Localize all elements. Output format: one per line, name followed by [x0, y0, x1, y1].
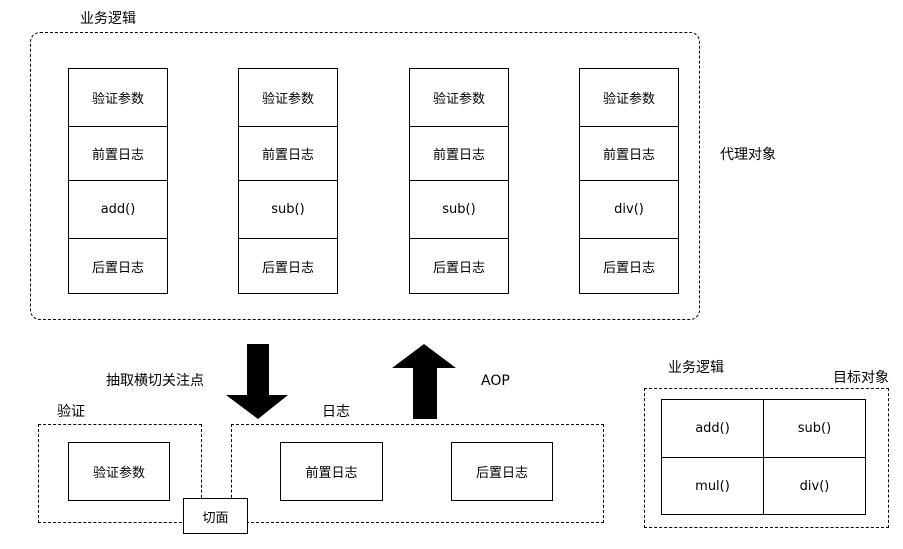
pre-log-step: 前置日志	[409, 126, 509, 181]
post-log-box: 后置日志	[451, 442, 553, 501]
post-log-step: 后置日志	[579, 238, 679, 294]
log-aspect-container	[231, 424, 604, 523]
target-business-logic-title: 业务逻辑	[668, 360, 724, 376]
method-step: add()	[68, 180, 168, 239]
aop-up-arrow	[392, 344, 456, 419]
target-object-container	[644, 388, 889, 528]
validate-params-step: 验证参数	[579, 68, 679, 127]
aspect-box: 切面	[183, 498, 248, 534]
pre-log-step: 前置日志	[579, 126, 679, 181]
target-method-mul: mul()	[661, 457, 764, 515]
proxy-column-sub: 验证参数 前置日志 sub() 后置日志	[238, 68, 338, 294]
validate-params-box: 验证参数	[68, 442, 170, 501]
pre-log-step: 前置日志	[238, 126, 338, 181]
validate-aspect-container	[38, 424, 202, 523]
method-step: sub()	[409, 180, 509, 239]
log-group-title: 日志	[322, 404, 350, 420]
business-logic-container	[30, 32, 700, 320]
target-method-sub: sub()	[763, 399, 866, 458]
pre-log-box: 前置日志	[280, 442, 383, 501]
aop-label: AOP	[481, 373, 510, 389]
validate-group-title: 验证	[57, 404, 85, 420]
target-object-label: 目标对象	[833, 370, 889, 386]
target-methods-grid: add() sub() mul() div()	[661, 399, 866, 515]
method-step: sub()	[238, 180, 338, 239]
extract-crosscutting-label: 抽取横切关注点	[106, 373, 204, 389]
validate-params-step: 验证参数	[238, 68, 338, 127]
validate-params-step: 验证参数	[409, 68, 509, 127]
post-log-step: 后置日志	[68, 238, 168, 294]
post-log-step: 后置日志	[238, 238, 338, 294]
business-logic-title: 业务逻辑	[80, 11, 136, 27]
validate-params-step: 验证参数	[68, 68, 168, 127]
extract-down-arrow	[226, 344, 288, 419]
proxy-column-sub-2: 验证参数 前置日志 sub() 后置日志	[409, 68, 509, 294]
target-method-div: div()	[763, 457, 866, 515]
target-method-add: add()	[661, 399, 764, 458]
method-step: div()	[579, 180, 679, 239]
proxy-object-label: 代理对象	[720, 147, 776, 163]
post-log-step: 后置日志	[409, 238, 509, 294]
proxy-column-div: 验证参数 前置日志 div() 后置日志	[579, 68, 679, 294]
proxy-column-add: 验证参数 前置日志 add() 后置日志	[68, 68, 168, 294]
